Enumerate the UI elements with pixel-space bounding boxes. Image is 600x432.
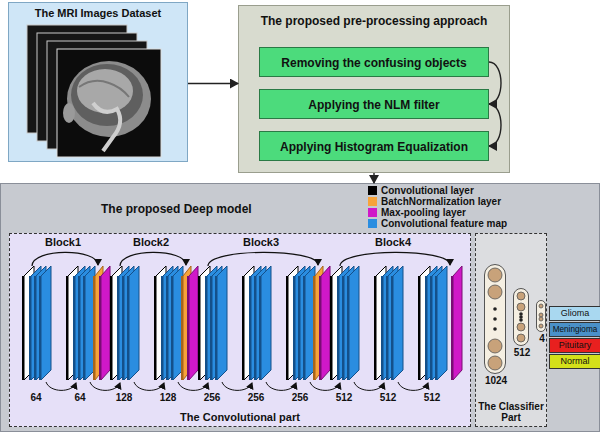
- channel-count: 256: [248, 392, 265, 403]
- flow-arrow: [373, 173, 374, 183]
- node-text: The Convolutional part: [10, 411, 470, 423]
- node-text: 1024: [475, 375, 517, 386]
- neuron-circles: [537, 301, 545, 331]
- mri-stack-illustration: [9, 3, 189, 163]
- dense-layer: 4: [536, 300, 546, 332]
- flow-arrow: [489, 62, 501, 104]
- channel-count: 512: [380, 392, 397, 403]
- node-text: Pituitary: [550, 339, 600, 352]
- channel-count: 128: [160, 392, 177, 403]
- node-text: The Classifier Part: [476, 401, 546, 423]
- node-text: The MRI Images Dataset: [9, 7, 187, 19]
- legend-swatch: [368, 219, 377, 228]
- classifier-part-panel: The Classifier Part10245124: [475, 233, 547, 427]
- channel-count: 64: [30, 392, 41, 403]
- channel-count: 256: [292, 392, 309, 403]
- node-text: The proposed Deep model: [101, 202, 252, 216]
- flow-arrow: [489, 104, 501, 146]
- node-text: Applying Histogram Equalization: [280, 140, 468, 154]
- dense-layer: 512: [513, 288, 529, 346]
- class-box: Meningioma: [549, 322, 600, 337]
- node-text: Applying the NLM filter: [308, 98, 439, 112]
- process-box: Applying the NLM filter: [259, 89, 489, 119]
- legend-text: Convolutional layer: [381, 185, 474, 196]
- channel-count: 256: [204, 392, 221, 403]
- legend-swatch: [368, 208, 377, 217]
- legend-text: Max-pooling layer: [381, 207, 466, 218]
- class-box: Normal: [549, 354, 600, 369]
- dataset-panel: The MRI Images Dataset: [8, 2, 188, 162]
- neuron-circles: [485, 265, 505, 373]
- block-label: Block3: [241, 236, 281, 248]
- legend-swatch: [368, 186, 377, 195]
- node-text: Removing the confusing objects: [281, 56, 466, 70]
- channel-count: 128: [116, 392, 133, 403]
- legend-text: Convolutional feature map: [381, 218, 507, 229]
- class-box: Pituitary: [549, 338, 600, 353]
- channel-count: 512: [424, 392, 441, 403]
- block-label: Block4: [373, 236, 413, 248]
- channel-count: 64: [74, 392, 85, 403]
- node-text: 512: [504, 347, 540, 358]
- block-label: Block2: [131, 236, 171, 248]
- class-box: Glioma: [549, 306, 600, 321]
- flow-arrow: [188, 83, 238, 84]
- legend-text: BatchNormalization layer: [381, 196, 501, 207]
- process-box: Applying Histogram Equalization: [259, 131, 489, 161]
- channel-count: 512: [336, 392, 353, 403]
- node-text: Glioma: [550, 307, 600, 320]
- neuron-circles: [514, 289, 528, 345]
- preprocessing-panel: The proposed pre-processing approachRemo…: [238, 5, 510, 173]
- block-label: Block1: [43, 236, 83, 248]
- dense-layer: 1024: [484, 264, 506, 374]
- node-text: Normal: [550, 355, 600, 368]
- process-box: Removing the confusing objects: [259, 47, 489, 77]
- node-text: The proposed pre-processing approach: [239, 14, 509, 28]
- legend-swatch: [368, 197, 377, 206]
- node-text: Meningioma: [550, 323, 600, 336]
